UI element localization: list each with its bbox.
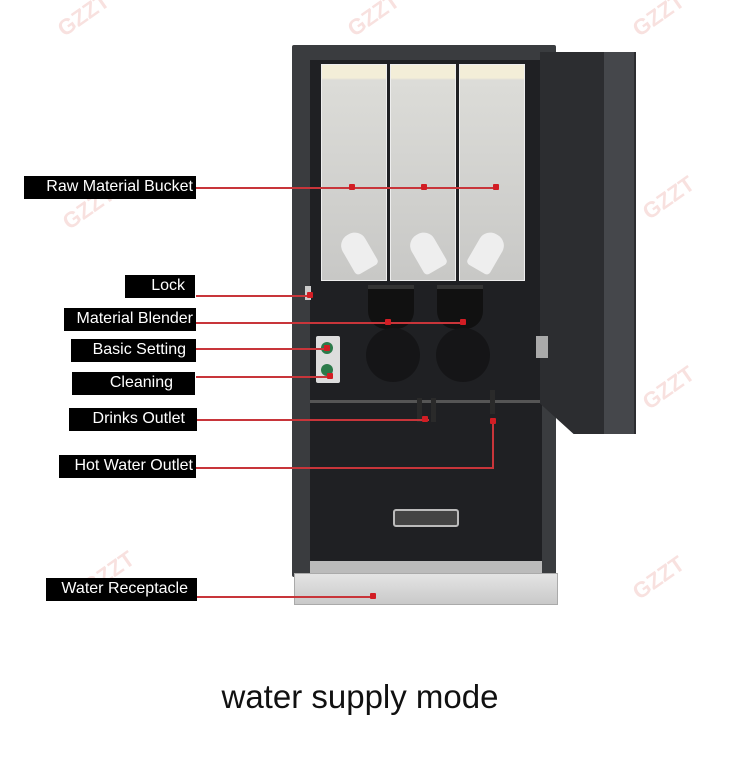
label-raw-material-bucket: Raw Material Bucket <box>24 176 196 199</box>
leader-line <box>196 467 494 469</box>
door-hinge <box>536 336 548 358</box>
label-material-blender: Material Blender <box>64 308 196 331</box>
callout-dot <box>385 319 391 325</box>
callout-dot <box>324 345 330 351</box>
label-drinks-outlet: Drinks Outlet <box>69 408 197 431</box>
label-basic-setting: Basic Setting <box>71 339 196 362</box>
mixer-bowl <box>366 328 420 382</box>
label-water-receptacle: Water Receptacle <box>46 578 197 601</box>
mixer-bowl <box>436 328 490 382</box>
drinks-outlet-pipe <box>431 398 436 422</box>
leader-line <box>196 322 464 324</box>
leader-line <box>196 376 330 378</box>
drawer-handle <box>393 509 459 527</box>
leader-line <box>197 419 429 421</box>
leader-line <box>492 421 494 468</box>
callout-dot <box>421 184 427 190</box>
watermark: GZZT <box>627 550 690 605</box>
drip-tray-grille <box>310 561 542 573</box>
callout-dot <box>327 373 333 379</box>
label-cleaning: Cleaning <box>72 372 195 395</box>
callout-dot <box>422 416 428 422</box>
water-receptacle-tray <box>294 573 558 605</box>
leader-line <box>196 295 310 297</box>
watermark: GZZT <box>52 0 115 42</box>
leader-line <box>196 348 326 350</box>
door-edge <box>604 52 634 434</box>
drinks-outlet-pipe <box>417 398 422 422</box>
leader-line <box>196 187 496 189</box>
watermark: GZZT <box>637 170 700 225</box>
label-hot-water-outlet: Hot Water Outlet <box>59 455 196 478</box>
watermark: GZZT <box>637 360 700 415</box>
diagram-caption: water supply mode <box>221 678 499 715</box>
watermark: GZZT <box>627 0 690 42</box>
callout-dot <box>490 418 496 424</box>
hot-water-outlet-pipe <box>490 390 495 414</box>
blender-cup <box>368 285 414 329</box>
callout-dot <box>370 593 376 599</box>
label-lock: Lock <box>125 275 195 298</box>
callout-dot <box>307 292 313 298</box>
outlet-shelf <box>310 400 542 403</box>
leader-line <box>197 596 373 598</box>
callout-dot <box>460 319 466 325</box>
callout-dot <box>493 184 499 190</box>
watermark: GZZT <box>342 0 405 42</box>
callout-dot <box>349 184 355 190</box>
